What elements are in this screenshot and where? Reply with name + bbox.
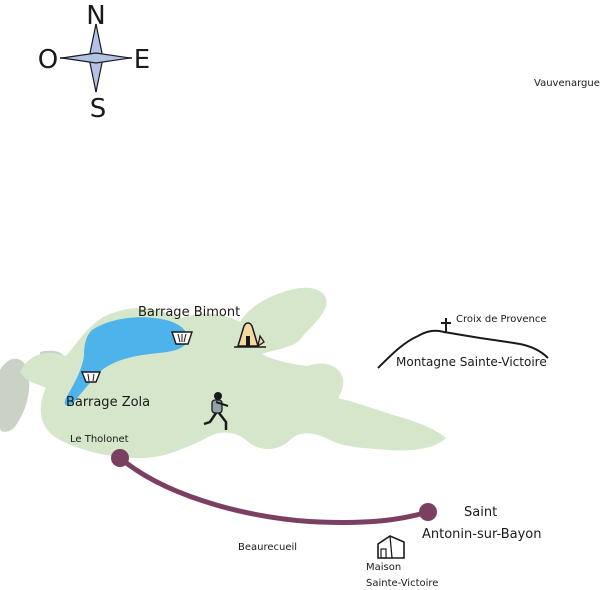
label-barrage-bimont: Barrage Bimont [138,305,240,320]
label-saint-antonin-line1: Saint [464,505,497,520]
compass-north: N [86,1,105,31]
label-maison-line2: Sainte-Victoire [366,578,438,589]
massif-east-lobe [300,363,344,403]
compass-rose: N S E O [38,1,150,124]
lake-bimont [64,317,188,406]
label-saint-antonin-line2: Antonin-sur-Bayon [422,527,542,542]
label-maison-line1: Maison [366,562,401,573]
chapel-icon [234,322,266,348]
label-beaurecueil: Beaurecueil [238,542,297,553]
compass-south: S [90,94,107,124]
compass-east: E [134,45,150,75]
hiker-icon [203,392,229,430]
label-le-tholonet: Le Tholonet [70,434,129,445]
compass-west: O [38,45,58,75]
house-icon [377,535,405,559]
waypoint-le-tholonet[interactable] [111,449,129,467]
ridge-sainte-victoire [377,318,549,369]
label-barrage-zola: Barrage Zola [66,395,150,410]
label-montagne-sainte-victoire: Montagne Sainte-Victoire [396,355,547,369]
waypoint-saint-antonin[interactable] [419,503,437,521]
label-vauvenargues: Vauvenargues [534,78,600,89]
label-croix-de-provence: Croix de Provence [456,314,546,325]
dam-icon [80,371,102,383]
cross-icon [441,318,451,332]
route-tholonet-antonin [117,455,431,526]
dam-icon [171,331,193,345]
